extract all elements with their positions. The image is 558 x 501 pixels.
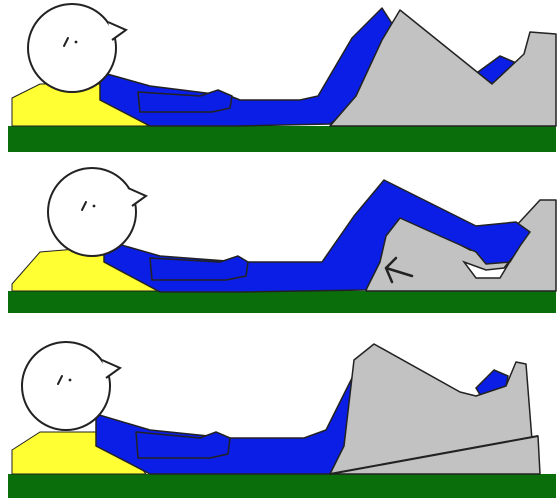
ground-strip [8,291,556,313]
arm [136,432,230,458]
ground-strip [8,126,556,152]
panel-1 [8,4,556,152]
head [48,168,146,256]
panel-2 [8,168,556,313]
panel-3 [8,342,556,498]
ground-strip [8,474,556,498]
